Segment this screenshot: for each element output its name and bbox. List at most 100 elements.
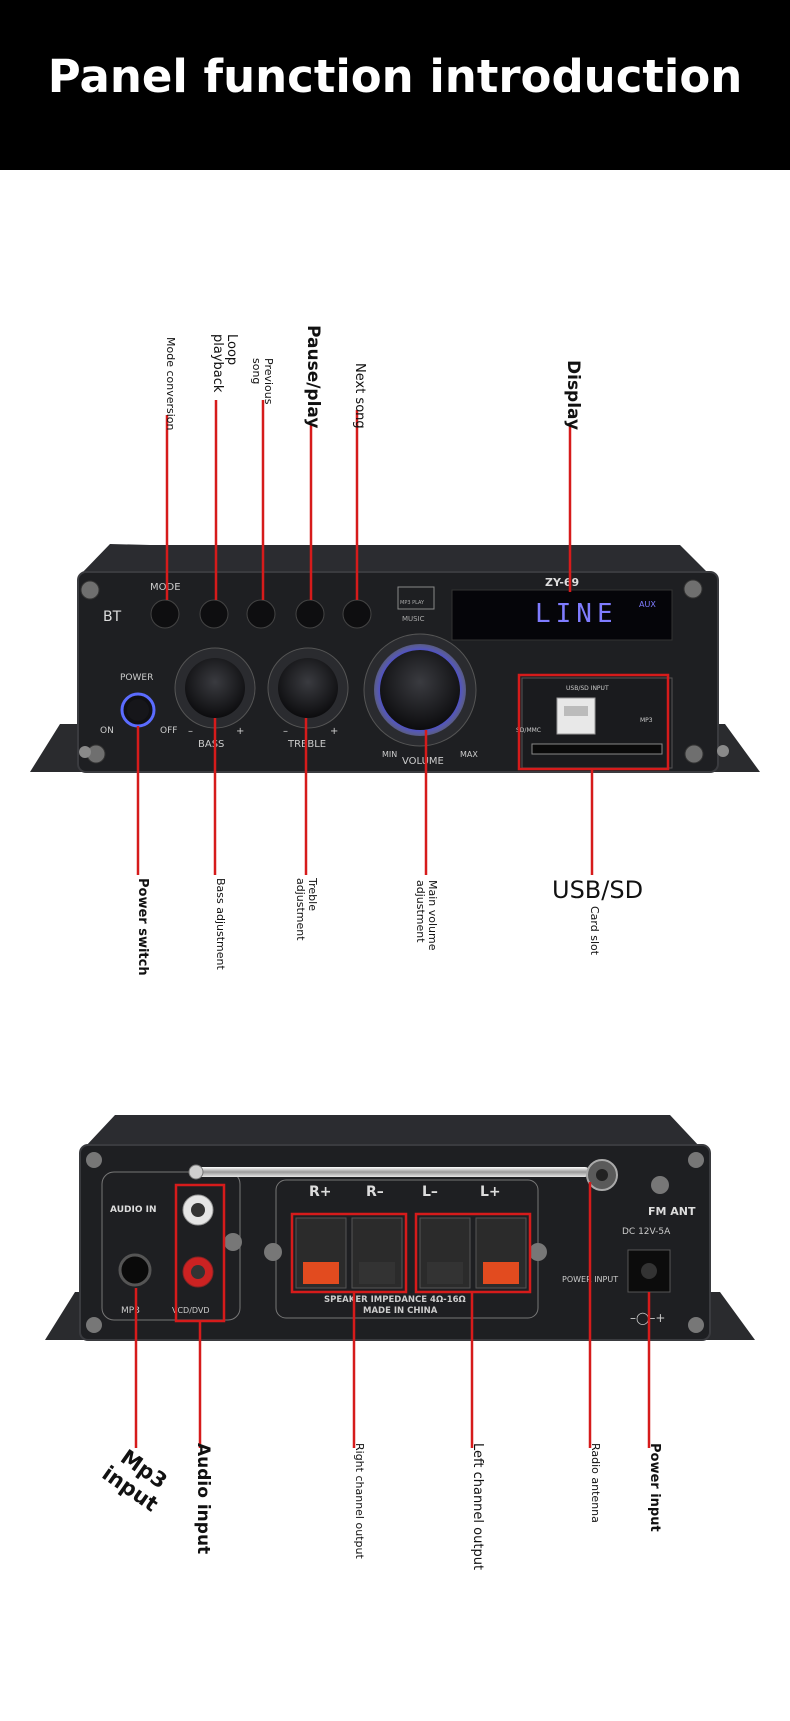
- front-callout-lines: [136, 400, 670, 875]
- bass-knob[interactable]: [185, 658, 245, 718]
- display-text: LINE: [535, 599, 618, 629]
- dc-jack-hole: [641, 1263, 657, 1279]
- label-mode-conversion: Mode conversion: [164, 337, 177, 431]
- screw: [651, 1176, 669, 1194]
- screw: [86, 1152, 102, 1168]
- dc-rating-label: DC 12V-5A: [622, 1227, 671, 1237]
- label-audio-input: Audio input: [193, 1443, 213, 1555]
- front-buttons: [150, 599, 372, 629]
- label-treble-adjustment: Treble adjustment: [293, 878, 319, 941]
- fm-ant-label: FM ANT: [648, 1205, 696, 1218]
- screw: [688, 1317, 704, 1333]
- made-in-label: MADE IN CHINA: [363, 1306, 438, 1316]
- label-radio-antenna: Radio antenna: [589, 1443, 602, 1523]
- power-on-label: ON: [100, 726, 114, 736]
- screw: [688, 1152, 704, 1168]
- label-card-slot: Card slot: [588, 906, 601, 956]
- label-left-channel-output: Left channel output: [470, 1443, 485, 1571]
- mp3-jack[interactable]: [118, 1253, 152, 1287]
- header-banner: Panel function introduction: [0, 0, 790, 170]
- front-top-cover: [80, 544, 710, 575]
- lcd-display: [451, 589, 673, 641]
- volume-label: VOLUME: [402, 756, 444, 767]
- label-power-switch: Power switch: [135, 878, 150, 976]
- rear-amplifier: AUDIO IN MP3 VCD/DVD R+ R– L– L+ SPEAKER…: [45, 1115, 755, 1341]
- label-previous-song: Previous song: [249, 358, 275, 405]
- speaker-terminal-frame: [275, 1179, 539, 1319]
- label-pause-play: Pause/play: [303, 325, 323, 429]
- model-label: ZY-69: [545, 576, 579, 589]
- usb-mp3-label: MP3: [640, 717, 653, 724]
- treble-minus: –: [283, 726, 288, 737]
- next-button[interactable]: [342, 599, 372, 629]
- screw: [683, 579, 703, 599]
- card-slot[interactable]: [531, 743, 663, 755]
- rear-top-cover: [85, 1115, 700, 1147]
- screw: [684, 744, 704, 764]
- label-power-input: Power input: [647, 1443, 662, 1532]
- bt-logo: BT: [103, 609, 122, 625]
- antenna-rod: [190, 1167, 590, 1177]
- terminal-r-plus: R+: [309, 1184, 332, 1200]
- polarity-label: –◯–+: [630, 1311, 665, 1325]
- loop-button[interactable]: [199, 599, 229, 629]
- label-next-song: Next song: [352, 363, 367, 429]
- mode-button[interactable]: [150, 599, 180, 629]
- treble-knob[interactable]: [278, 658, 338, 718]
- rca-red-center: [191, 1265, 205, 1279]
- power-switch-cap: [127, 699, 149, 721]
- screw: [86, 1317, 102, 1333]
- label-bass-adjustment: Bass adjustment: [214, 878, 227, 970]
- terminal-r-minus-tab: [359, 1262, 395, 1284]
- audio-in-label: AUDIO IN: [110, 1205, 156, 1215]
- antenna-base-center: [596, 1169, 608, 1181]
- bass-label: BASS: [198, 739, 224, 750]
- terminal-l-plus-tab: [483, 1262, 519, 1284]
- terminal-r-minus: R–: [366, 1184, 384, 1200]
- right-channel-highlight-box: [290, 1212, 408, 1294]
- rear-callout-lines: [134, 1182, 651, 1448]
- previous-button[interactable]: [246, 599, 276, 629]
- screw: [224, 1233, 242, 1251]
- label-display: Display: [563, 360, 583, 431]
- antenna-tip: [188, 1164, 204, 1180]
- mp3-logo-box: [397, 586, 435, 610]
- rca-white-center: [191, 1203, 205, 1217]
- label-loop-playback: Loop playback: [209, 334, 239, 393]
- mp3-jack-label: MP3: [121, 1306, 140, 1316]
- usb-port-inner: [564, 706, 588, 716]
- mp3-play-label: MP3 PLAY: [400, 600, 425, 606]
- power-label: POWER: [120, 673, 153, 683]
- usb-highlight-box: [517, 673, 670, 771]
- page-title: Panel function introduction: [47, 50, 743, 103]
- impedance-label: SPEAKER IMPEDANCE 4Ω-16Ω: [324, 1295, 466, 1305]
- terminal-l-plus: L+: [480, 1184, 501, 1200]
- volume-max: MAX: [460, 750, 478, 759]
- usb-panel-title: USB/SD INPUT: [566, 685, 609, 692]
- label-main-volume-adjustment: Main volume adjustment: [413, 880, 439, 951]
- audio-in-frame: [101, 1171, 241, 1321]
- terminal-r-plus-tab: [303, 1262, 339, 1284]
- vcd-dvd-label: VCD/DVD: [172, 1306, 210, 1315]
- sd-mmc-label: SD/MMC: [516, 727, 541, 734]
- screw: [717, 745, 729, 757]
- screw: [79, 746, 91, 758]
- terminal-l-minus-tab: [427, 1262, 463, 1284]
- music-label: MUSIC: [402, 615, 425, 623]
- label-usb-sd: USB/SD: [552, 876, 644, 904]
- power-off-label: OFF: [160, 726, 177, 736]
- play-pause-button[interactable]: [295, 599, 325, 629]
- screw: [80, 580, 100, 600]
- front-amplifier: BT MODE MP3 PLAY MUSIC ZY-69 LINE AUX PO…: [30, 544, 760, 773]
- volume-min: MIN: [382, 750, 397, 759]
- screw: [264, 1243, 282, 1261]
- label-right-channel-output: Right channel output: [353, 1443, 366, 1559]
- terminal-l-minus: L–: [422, 1184, 438, 1200]
- volume-knob[interactable]: [380, 650, 460, 730]
- bass-minus: –: [188, 726, 193, 737]
- display-aux: AUX: [639, 600, 656, 609]
- bass-plus: +: [236, 726, 244, 737]
- mode-button-label: MODE: [150, 582, 181, 593]
- treble-plus: +: [330, 726, 338, 737]
